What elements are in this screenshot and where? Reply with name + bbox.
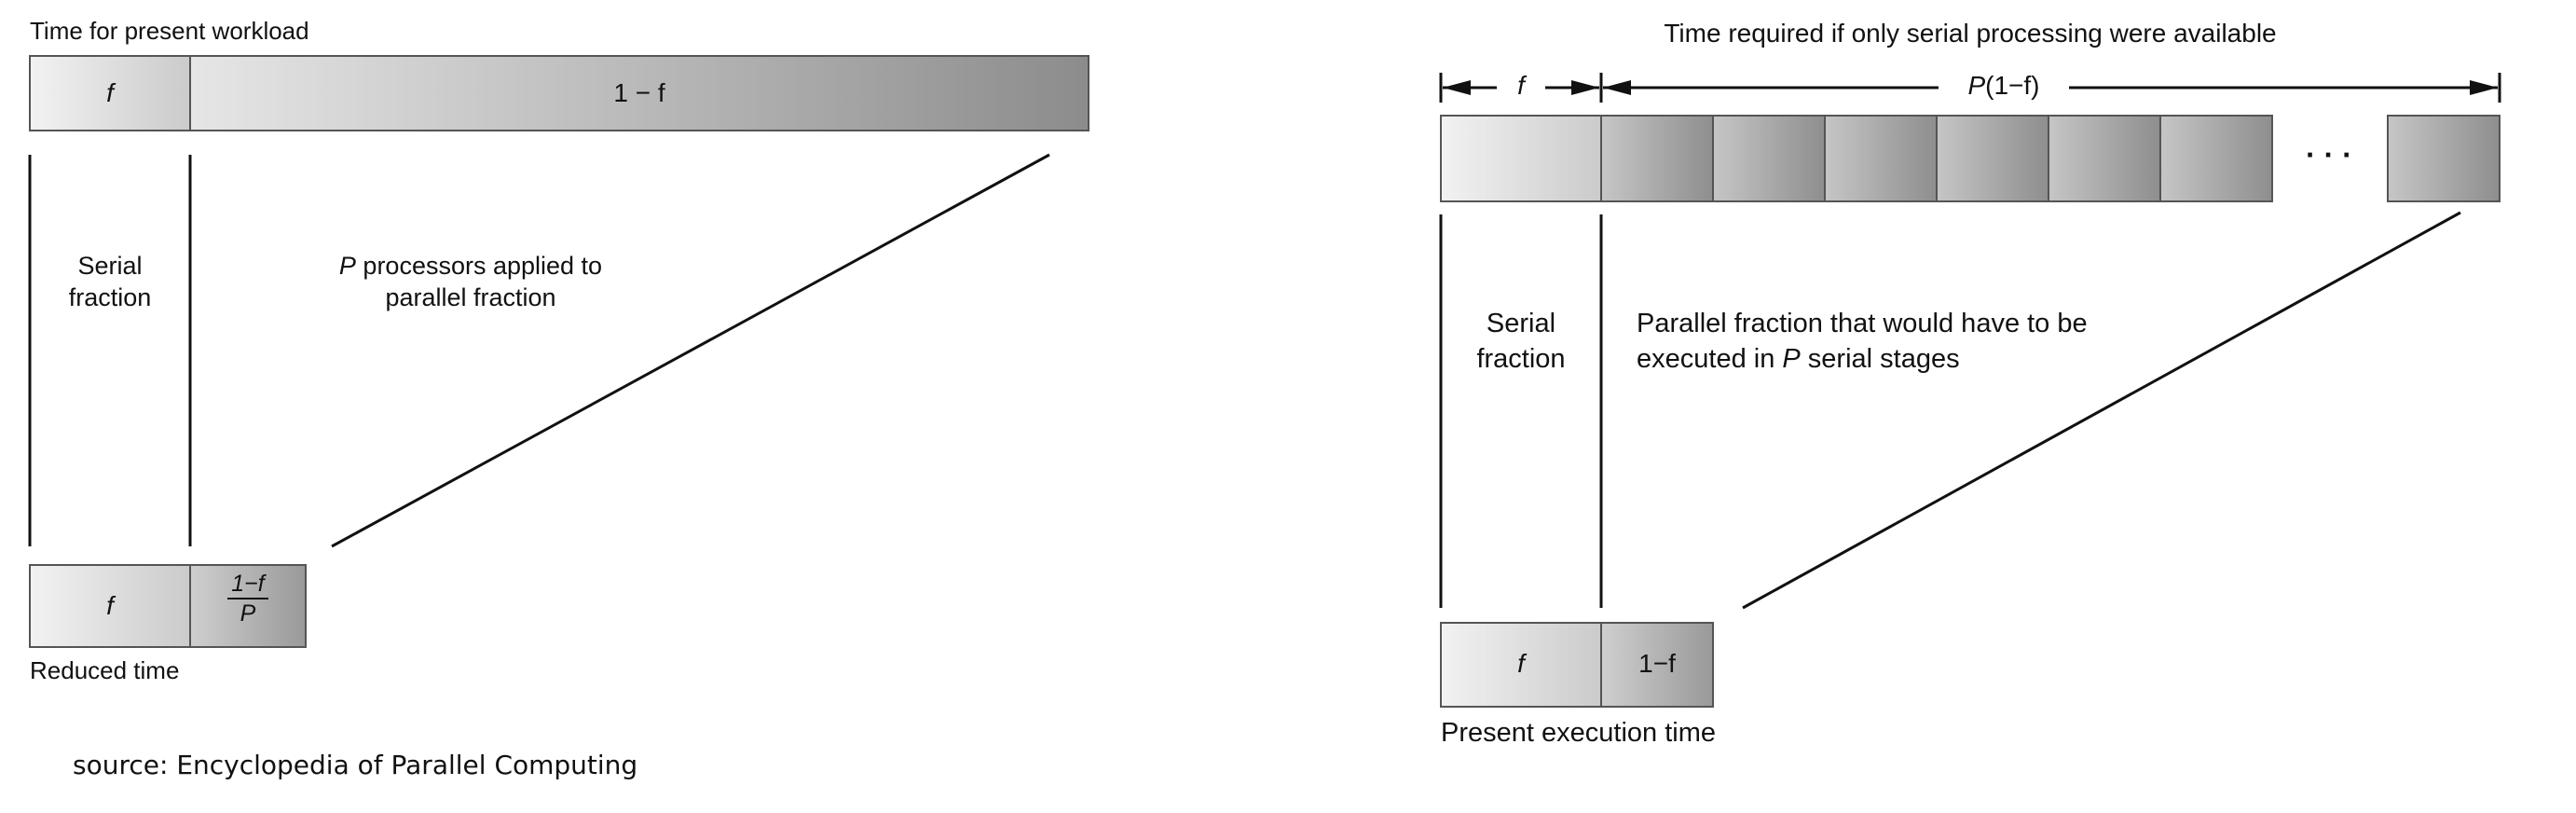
right-dim-arrowhead-4 — [2470, 80, 2498, 95]
left-reduced-frac-den: P — [240, 600, 256, 627]
right-dim-p-rest: (1−f) — [1985, 71, 2040, 100]
right-present-bar-parallel — [1600, 622, 1714, 708]
right-stage-block-6 — [2159, 115, 2273, 202]
right-dim-p-var: P — [1967, 71, 1986, 100]
left-bar-rest-label: 1 − f — [190, 78, 1089, 108]
right-bottom-caption: Present execution time — [1441, 718, 1716, 748]
left-reduced-f-label: f — [106, 591, 114, 620]
right-serial-label: Serial fraction — [1441, 306, 1601, 377]
right-stage-block-3 — [1824, 115, 1938, 202]
right-parallel-diagonal — [1742, 211, 2461, 610]
left-parallel-line1-rest: processors applied to — [355, 252, 603, 280]
right-present-rest-label: 1−f — [1601, 649, 1713, 679]
left-reduced-fraction: 1−f P — [190, 571, 306, 627]
right-serial-line2: fraction — [1476, 344, 1566, 374]
right-parallel-var-p: P — [1782, 344, 1801, 374]
right-stage-block-2 — [1712, 115, 1826, 202]
right-stage-block-4 — [1936, 115, 2049, 202]
right-parallel-line2: executed in P serial stages — [1637, 341, 2088, 377]
right-parallel-line2-pre: executed in — [1637, 344, 1783, 374]
left-serial-line1: Serial — [77, 252, 143, 280]
left-parallel-diagonal — [331, 153, 1050, 548]
right-present-f-label: f — [1517, 649, 1525, 678]
left-bottom-caption: Reduced time — [30, 656, 180, 684]
right-stage-block-last — [2387, 115, 2501, 202]
left-serial-line2: fraction — [68, 283, 152, 311]
right-ellipsis: · · · — [2306, 138, 2352, 172]
left-parallel-line2: parallel fraction — [385, 283, 556, 311]
left-reduced-bar-serial — [29, 564, 191, 648]
left-top-caption: Time for present workload — [30, 17, 309, 45]
right-dim-arrowhead-1 — [1443, 80, 1471, 95]
left-reduced-bar-parallel — [189, 564, 307, 648]
right-stage-block-5 — [2048, 115, 2161, 202]
right-present-rest-text: 1−f — [1638, 649, 1676, 678]
left-parallel-line1: P processors applied to — [308, 250, 634, 282]
right-serial-line1: Serial — [1486, 309, 1556, 338]
left-bar-rest-text: 1 − f — [613, 78, 665, 107]
right-parallel-label: Parallel fraction that would have to be … — [1637, 306, 2088, 377]
left-workload-bar-serial — [29, 55, 191, 131]
left-serial-label: Serial fraction — [30, 250, 190, 313]
right-dim-arrowhead-2 — [1571, 80, 1599, 95]
left-reduced-frac-num: 1−f — [227, 572, 268, 600]
right-dim-p-label: P(1−f) — [1939, 71, 2069, 101]
right-serial-bar — [1440, 115, 1602, 202]
source-note: source: Encyclopedia of Parallel Computi… — [73, 750, 638, 780]
left-parallel-label: P processors applied to parallel fractio… — [308, 250, 634, 313]
right-top-caption: Time required if only serial processing … — [1664, 19, 2277, 48]
right-stage-block-1 — [1600, 115, 1714, 202]
right-present-bar-serial — [1440, 622, 1602, 708]
right-parallel-line2-post: serial stages — [1800, 344, 1960, 374]
left-bar-f-label: f — [106, 78, 114, 107]
right-dim-f-label: f — [1517, 71, 1525, 100]
left-workload-bar-parallel — [189, 55, 1089, 131]
left-parallel-var-p: P — [338, 252, 356, 280]
right-parallel-line1: Parallel fraction that would have to be — [1637, 309, 2088, 338]
right-dim-arrowhead-3 — [1603, 80, 1631, 95]
